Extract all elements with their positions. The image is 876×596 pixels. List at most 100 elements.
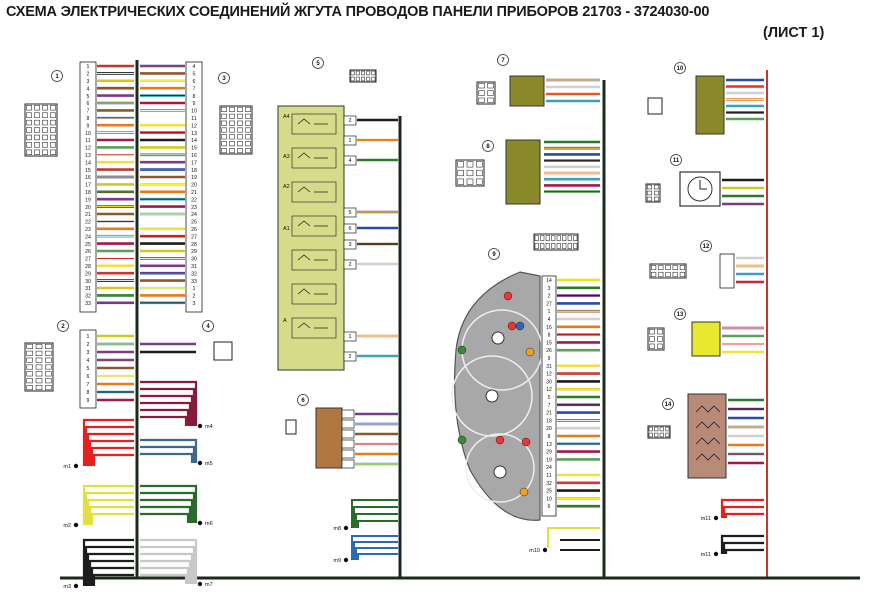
pin-number: 18 (85, 190, 91, 196)
pin-socket-icon (26, 127, 32, 133)
pin-number: 31 (85, 286, 91, 292)
wire-loop (88, 505, 134, 525)
pin-number: 15 (546, 340, 552, 346)
wire-loop (722, 541, 764, 554)
pin-number: 6 (348, 226, 351, 232)
pin-number: 9 (548, 356, 551, 362)
connector-housing (647, 425, 671, 439)
pin-number: 2 (548, 294, 551, 300)
pin-socket-icon (229, 106, 235, 112)
pin-number: 24 (191, 212, 197, 218)
pin-number: 26 (546, 348, 552, 354)
pin-number: 6 (87, 101, 90, 107)
pin-number: 2 (87, 342, 90, 348)
pin-number: 8 (87, 390, 90, 396)
pin-socket-icon (229, 113, 235, 119)
pin-socket-icon (221, 141, 227, 147)
pin-socket-icon (229, 127, 235, 133)
pin-number: 20 (85, 205, 91, 211)
pin-number: 22 (191, 197, 197, 203)
pin-socket-icon (457, 161, 464, 168)
pin-socket-icon (26, 357, 33, 363)
pin-socket-icon (26, 350, 33, 356)
pin-number: 32 (85, 294, 91, 300)
pin-socket-icon (646, 184, 653, 190)
relay-block-5 (277, 105, 345, 371)
relay-icon (291, 283, 337, 305)
pin-number: 20 (191, 183, 197, 189)
ground-icon (542, 547, 548, 553)
pin-number: 3 (87, 79, 90, 85)
pin-number: 8 (87, 116, 90, 122)
relay-label: A (283, 318, 287, 324)
pin-number: 18 (191, 168, 197, 174)
callout-circle (218, 72, 230, 84)
pin-number: 9 (193, 101, 196, 107)
pin-socket-icon (35, 371, 43, 377)
connector-2-pin-column (79, 329, 97, 409)
pin-number: 13 (191, 131, 197, 137)
pin-socket-icon (361, 76, 365, 82)
pin-socket-icon (26, 371, 33, 377)
pin-number: 17 (191, 160, 197, 166)
wire-loop (90, 446, 134, 466)
pin-socket-icon (45, 385, 52, 391)
pin-number: 12 (191, 123, 197, 129)
relay-pin (343, 331, 357, 342)
pin-number: 23 (85, 227, 91, 233)
wire-loop (353, 506, 398, 528)
wire-loop (140, 452, 194, 463)
wire-loop (355, 547, 398, 560)
pin-socket-icon (562, 243, 567, 249)
pin-number: 25 (85, 242, 91, 248)
pin-number: 19 (85, 197, 91, 203)
pin-number: 21 (546, 411, 552, 417)
pin-socket-icon (50, 105, 56, 111)
relay-label: A3 (283, 154, 290, 160)
pin-socket-icon (551, 243, 556, 249)
pin-socket-icon (672, 271, 678, 278)
pin-number: 7 (87, 109, 90, 115)
pin-number: 1 (548, 309, 551, 315)
pin-socket-icon (654, 432, 659, 438)
pin-number: 6 (548, 504, 551, 510)
pin-socket-icon (653, 196, 660, 202)
callout-circle (674, 62, 686, 74)
pin-socket-icon (567, 235, 572, 241)
pin-number: 17 (85, 183, 91, 189)
pin-number: 30 (85, 279, 91, 285)
relay-label: A4 (283, 114, 290, 120)
wire-loop (84, 425, 134, 466)
diode-icon (297, 152, 328, 159)
pin-socket-icon (476, 178, 483, 185)
ground-icon (713, 515, 719, 521)
wire-loop (140, 445, 196, 463)
pin-socket-icon (573, 235, 578, 241)
wire-loop (720, 498, 764, 518)
pin-socket-icon (672, 264, 678, 271)
wire-loop (357, 553, 398, 560)
diode-icon (695, 437, 721, 445)
pin-number: 2 (348, 354, 351, 360)
pin-socket-icon (573, 243, 578, 249)
wire-loop (140, 484, 198, 523)
pin-socket-icon (487, 83, 494, 89)
callout-number: 6 (301, 398, 305, 404)
wire-loop (722, 505, 764, 518)
pin-number: 33 (85, 301, 91, 307)
wire-loop (140, 408, 190, 426)
pin-socket-icon (237, 127, 243, 133)
ground-icon (197, 460, 203, 466)
pin-socket-icon (665, 432, 670, 438)
pin-number: 30 (546, 379, 552, 385)
ground-label: m7 (205, 582, 213, 588)
wire-loop (724, 512, 764, 518)
pin-socket-icon (679, 271, 686, 278)
pin-number: 1 (348, 138, 351, 144)
diode-icon (297, 118, 328, 125)
ground-icon (343, 557, 349, 563)
pin-number: 23 (191, 205, 197, 211)
wire-loop (140, 394, 194, 426)
wire-loop (355, 513, 398, 528)
wire-loop (140, 545, 196, 584)
